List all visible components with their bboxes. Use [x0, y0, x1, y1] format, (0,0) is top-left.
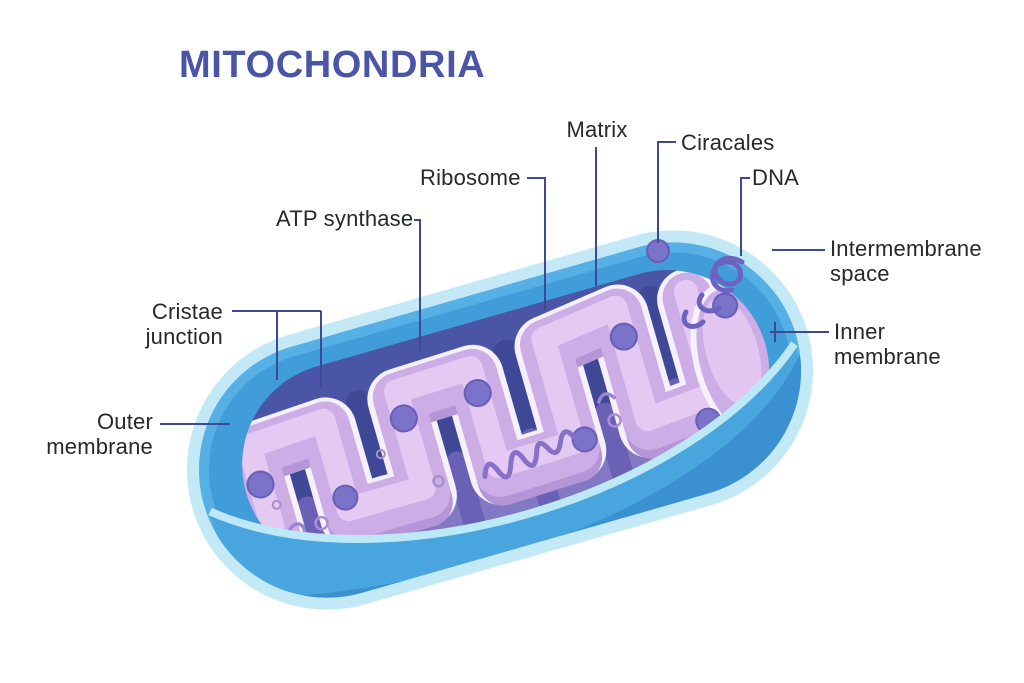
leader-ribosome: [527, 177, 546, 310]
leader-cristae-junction: [232, 310, 322, 388]
label-ribosome: Ribosome: [420, 165, 521, 190]
label-outer-membrane: Outer membrane: [46, 409, 153, 459]
label-ciracales: Ciracales: [681, 130, 775, 155]
leader-dna: [740, 177, 750, 256]
label-matrix: Matrix: [566, 117, 628, 142]
label-inner-membrane: Inner membrane: [834, 319, 941, 369]
label-intermembrane-space: Intermembrane space: [830, 236, 982, 286]
label-dna: DNA: [752, 165, 800, 190]
bowl-rim-highlight: [208, 341, 798, 543]
ribosome-dots: [246, 292, 739, 511]
label-cristae-junction: Cristae junction: [145, 299, 223, 349]
matrix-right-lobe-highlight: [702, 297, 762, 406]
label-atp-synthase: ATP synthase: [276, 206, 414, 231]
page-title: MITOCHONDRIA: [179, 44, 486, 86]
leader-atp-synthase: [414, 219, 421, 352]
dna-coil: [681, 255, 745, 329]
leader-ciracales: [657, 141, 676, 243]
cristae-ribbon: [220, 268, 749, 567]
ribosome-dot-ciracales: [646, 239, 670, 263]
leader-lines: [160, 141, 829, 425]
leader-inner-membrane: [770, 322, 829, 342]
